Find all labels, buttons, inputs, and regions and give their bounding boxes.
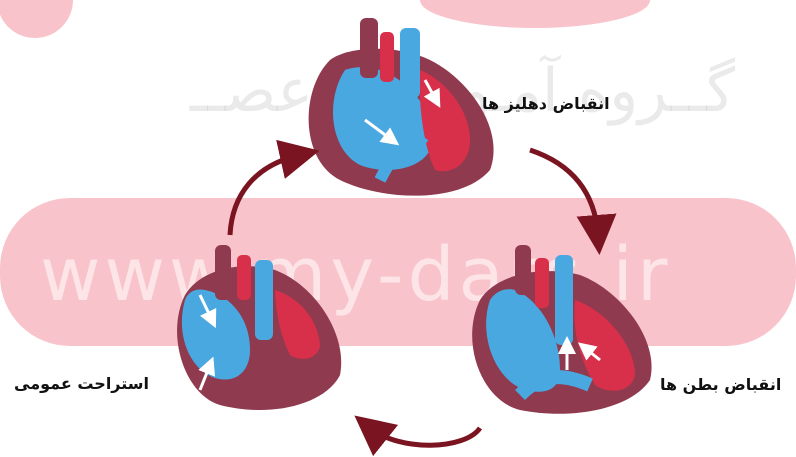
cycle-arrow-left-to-top bbox=[230, 155, 300, 235]
label-general-rest: استراحت عمومی bbox=[14, 374, 149, 393]
heart-general-rest bbox=[177, 245, 341, 410]
label-atrial-contraction: انقباض دهلیز ها bbox=[482, 94, 610, 113]
heart-ventricular-contraction bbox=[472, 245, 651, 414]
cycle-arrow-top-to-right bbox=[530, 150, 598, 235]
heart-atrial-contraction bbox=[309, 18, 494, 196]
label-ventricular-contraction: انقباض بطن ها bbox=[660, 375, 781, 394]
cycle-arrow-right-to-left bbox=[370, 428, 480, 445]
